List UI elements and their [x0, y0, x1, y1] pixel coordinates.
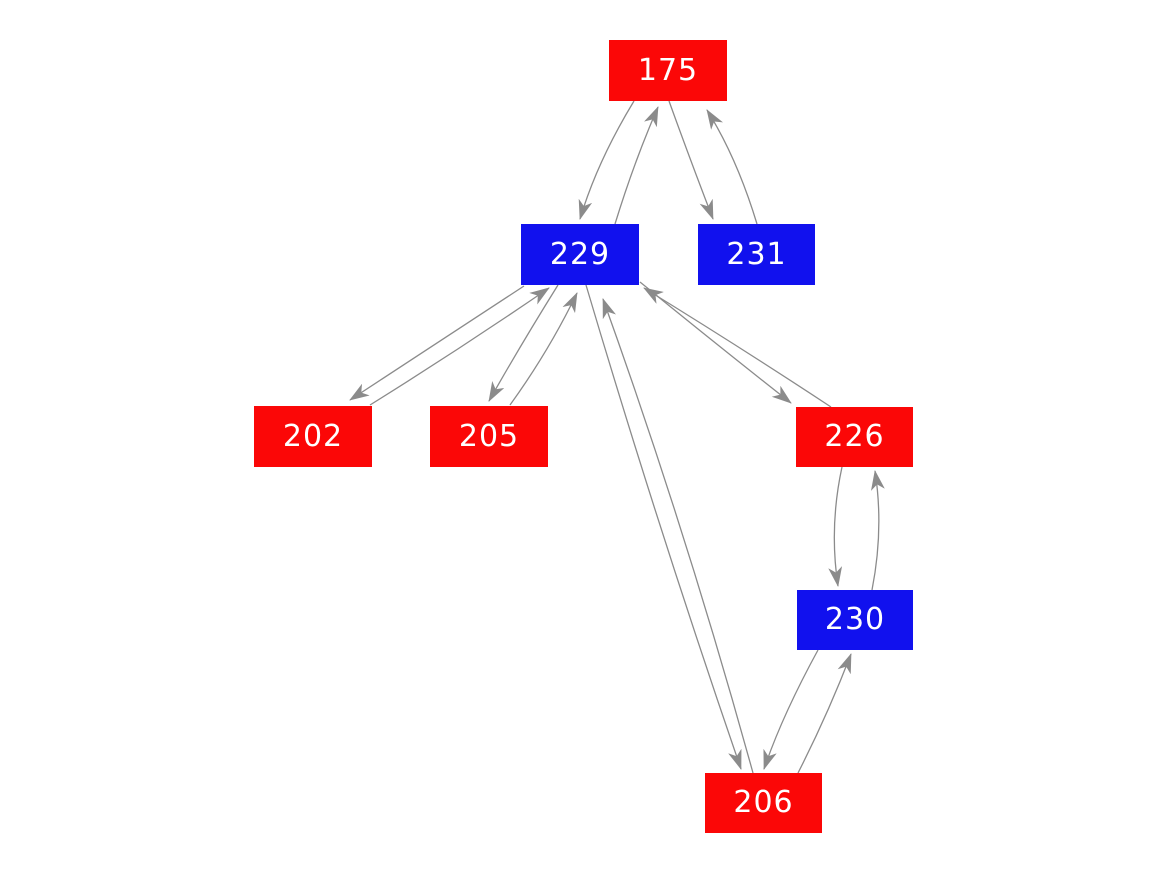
node-230: 230	[797, 590, 913, 650]
node-label: 206	[733, 785, 794, 820]
edge-206-229	[602, 298, 754, 774]
edge-202-229	[369, 287, 550, 406]
node-label: 175	[637, 52, 699, 88]
node-label: 230	[824, 602, 886, 637]
node-226: 226	[796, 407, 913, 467]
node-label: 226	[824, 419, 885, 454]
edge-175-229	[578, 100, 635, 220]
edge-206-230	[797, 653, 852, 774]
edge-231-175	[706, 109, 758, 225]
edge-230-206	[763, 649, 819, 770]
node-label: 231	[726, 236, 787, 272]
edge-230-226	[870, 470, 885, 591]
node-202: 202	[254, 406, 372, 467]
node-205: 205	[430, 406, 548, 467]
node-231: 231	[698, 224, 815, 285]
edge-229-175	[614, 106, 659, 225]
node-label: 229	[549, 236, 611, 272]
node-206: 206	[705, 773, 822, 833]
edge-205-229	[509, 292, 578, 406]
node-label: 205	[458, 418, 520, 454]
edge-226-229	[643, 287, 832, 408]
node-229: 229	[521, 224, 639, 285]
node-label: 202	[282, 418, 344, 454]
edge-226-230	[828, 466, 843, 587]
edge-229-206	[585, 284, 742, 770]
edges-group	[349, 100, 885, 774]
edge-229-202	[349, 285, 525, 401]
edge-229-205	[488, 284, 559, 402]
edge-175-231	[668, 100, 714, 220]
node-175: 175	[609, 40, 727, 101]
